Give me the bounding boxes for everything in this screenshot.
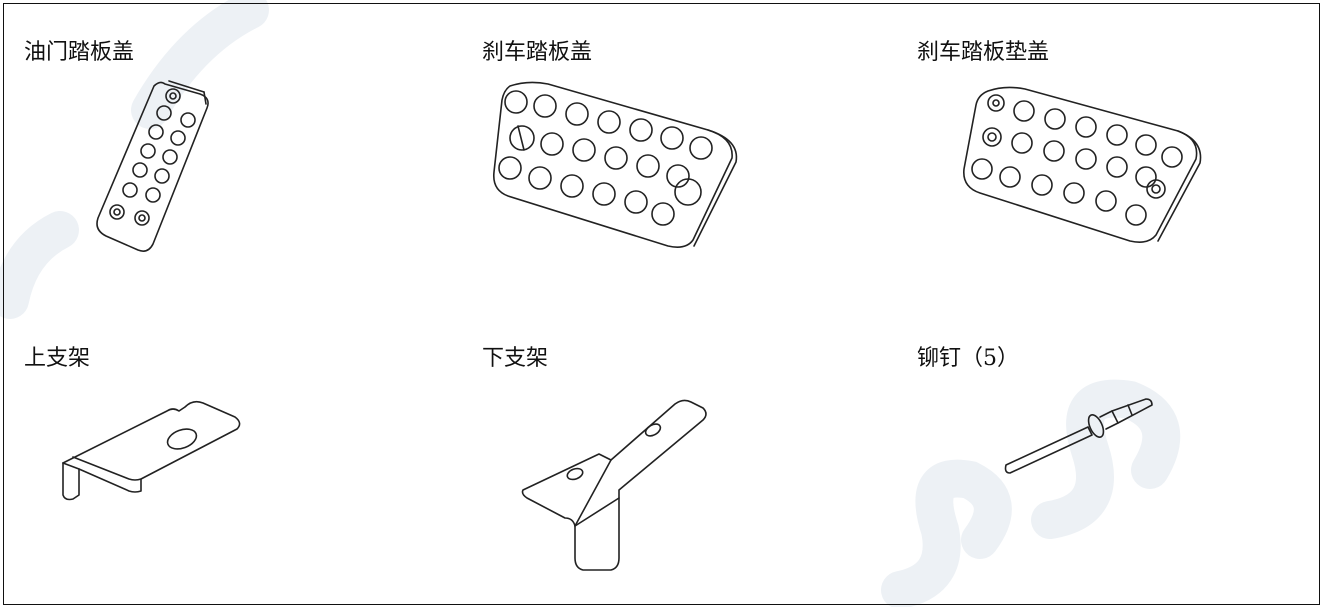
part-label-accelerator-pedal-cover: 油门踏板盖 xyxy=(24,40,135,65)
parts-list-frame xyxy=(3,3,1320,605)
part-label-brake-pedal-cover: 刹车踏板盖 xyxy=(482,40,593,65)
lower-bracket-icon xyxy=(521,399,707,571)
part-label-upper-bracket: 上支架 xyxy=(24,346,91,371)
accelerator-pedal-cover-icon xyxy=(96,80,209,252)
upper-bracket-icon xyxy=(62,400,241,501)
rivet-icon xyxy=(1004,398,1153,474)
part-label-rivet: 铆钉（5） xyxy=(917,346,1019,371)
brake-pedal-pad-cover-icon xyxy=(963,86,1202,243)
brake-pedal-cover-icon xyxy=(492,81,738,248)
part-label-lower-bracket: 下支架 xyxy=(482,346,549,371)
part-label-brake-pedal-pad-cover: 刹车踏板垫盖 xyxy=(917,40,1050,65)
